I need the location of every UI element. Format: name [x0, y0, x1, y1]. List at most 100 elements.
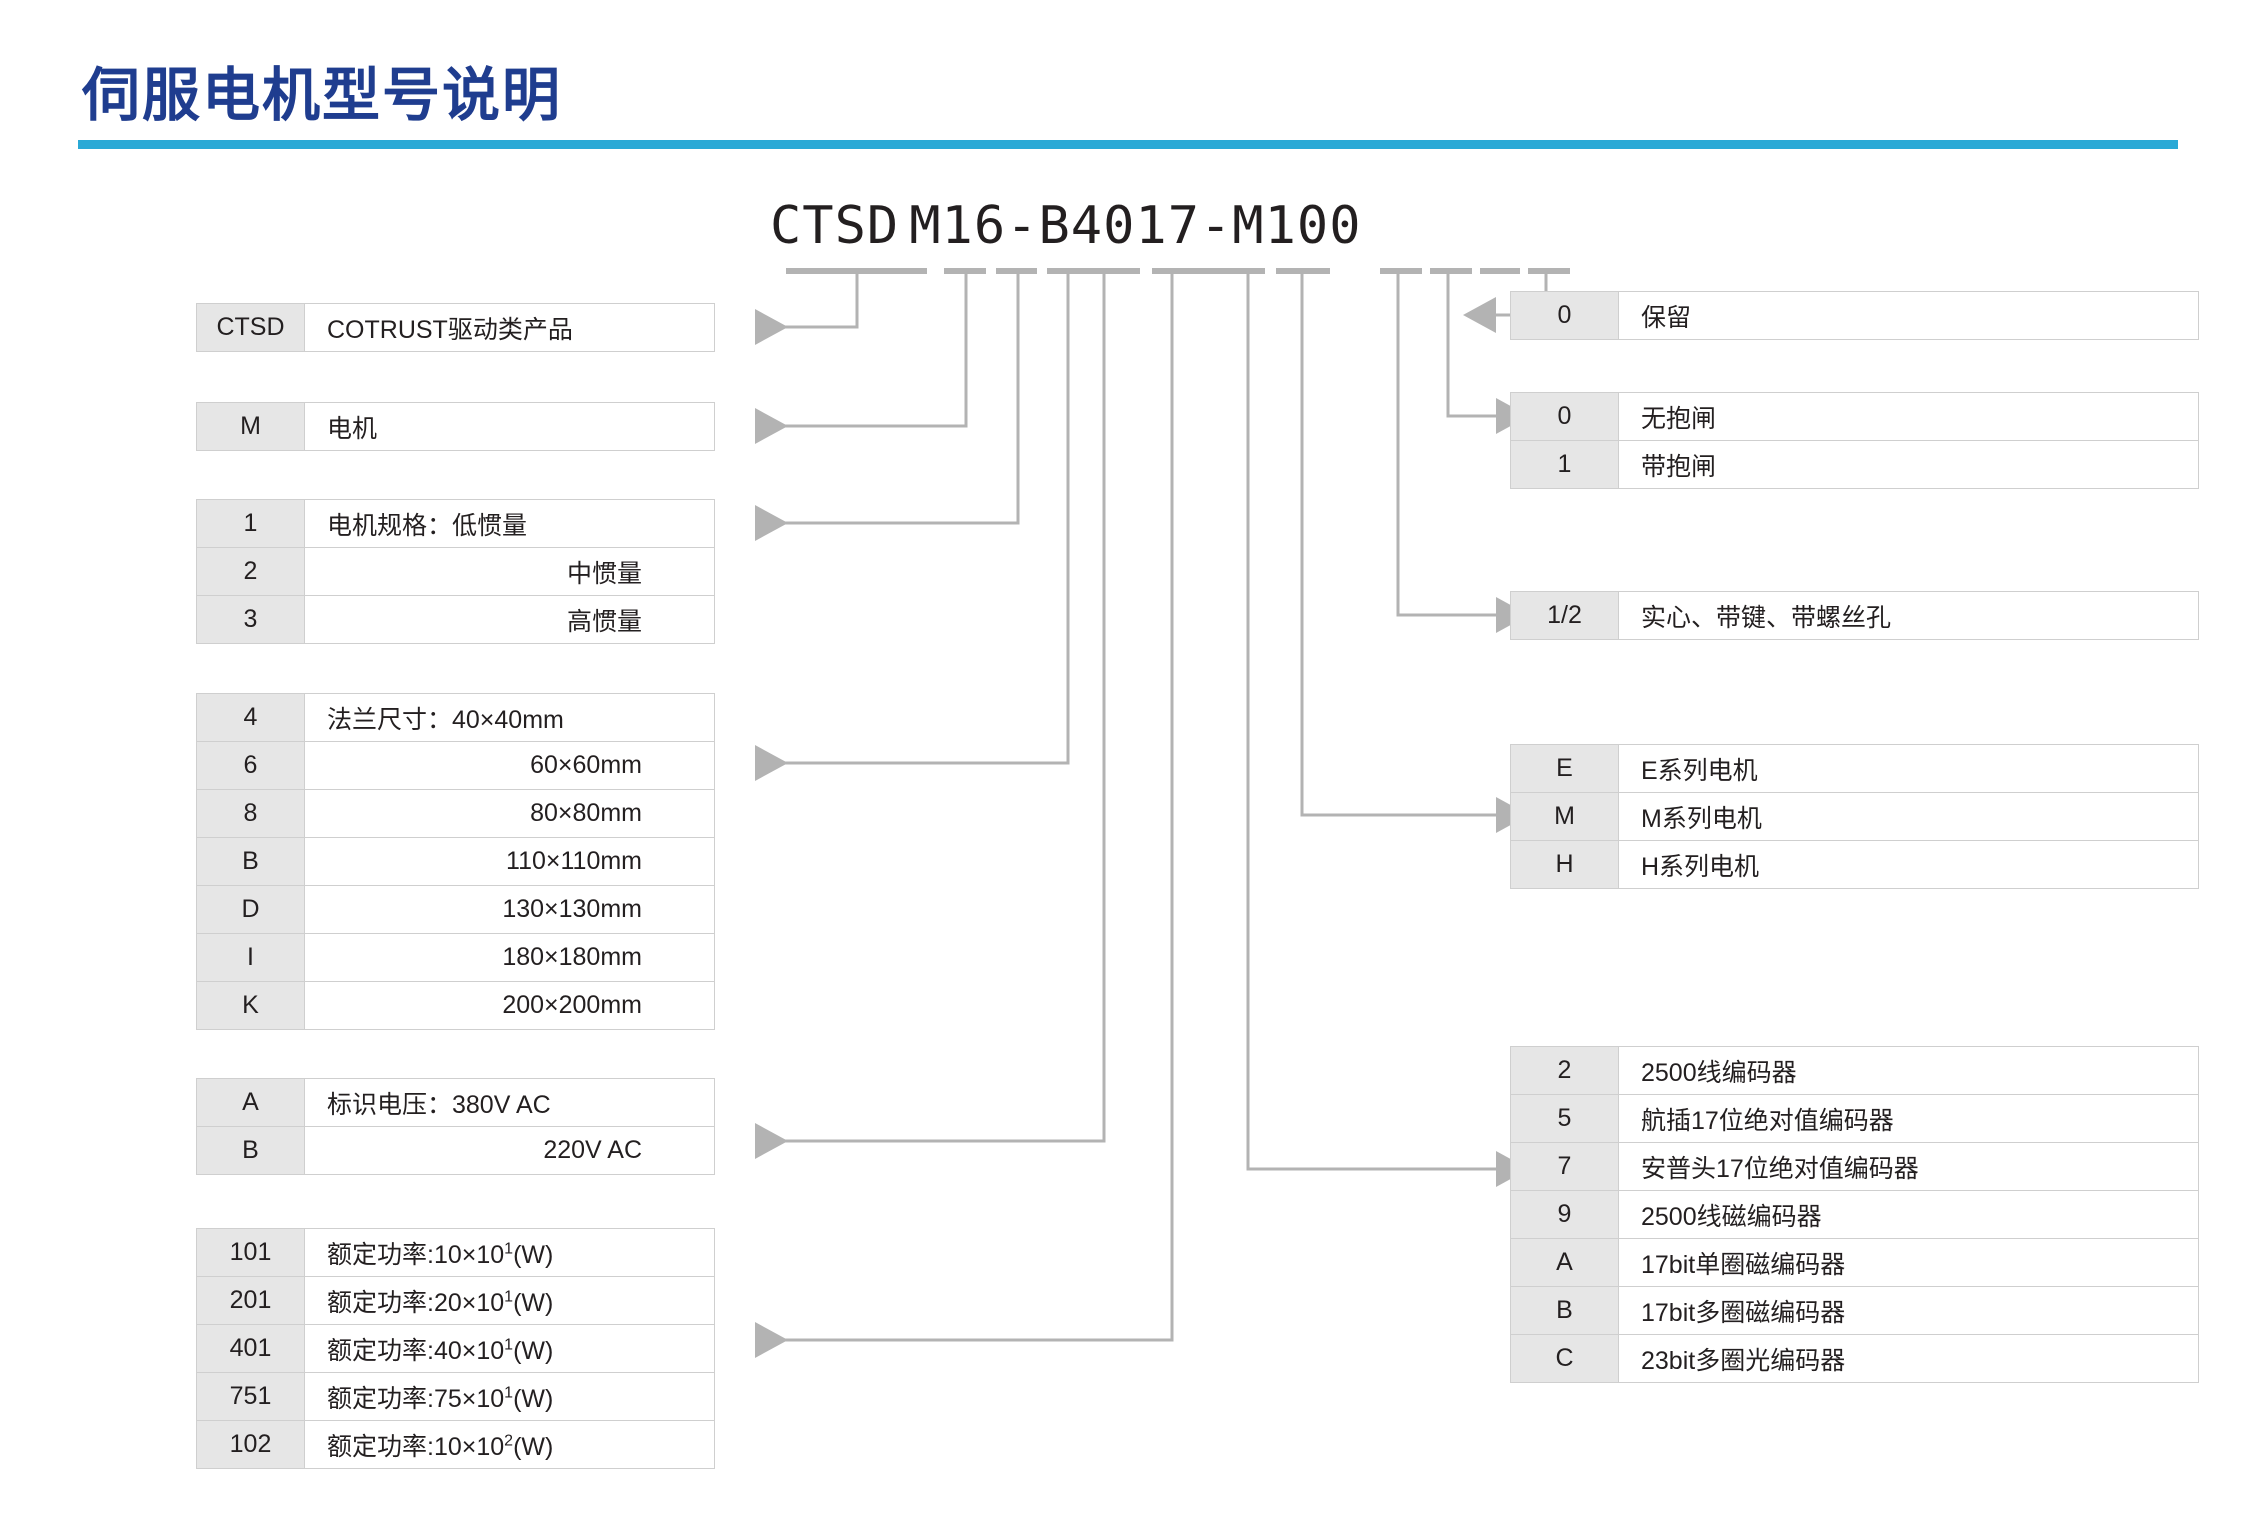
row-desc: 额定功率:40×101(W) — [304, 1324, 715, 1373]
table-rated-power: 101 额定功率:10×101(W) 201 额定功率:20×101(W) 40… — [196, 1228, 715, 1469]
model-code-prefix: CTSD — [770, 196, 900, 256]
table-row: 4 法兰尺寸：40×40mm — [196, 693, 715, 742]
row-code: 9 — [1510, 1190, 1619, 1239]
row-code: 1 — [196, 499, 305, 548]
row-code: B — [196, 1126, 305, 1175]
row-code: 751 — [196, 1372, 305, 1421]
table-row: C 23bit多圈光编码器 — [1510, 1334, 2199, 1383]
table-flange-size: 4 法兰尺寸：40×40mm 6 60×60mm 8 80×80mm B 110… — [196, 693, 715, 1030]
row-code: M — [196, 402, 305, 451]
row-code: B — [196, 837, 305, 886]
row-code: 4 — [196, 693, 305, 742]
table-row: 3 高惯量 — [196, 595, 715, 644]
row-desc: 200×200mm — [304, 981, 715, 1030]
table-row: 201 额定功率:20×101(W) — [196, 1276, 715, 1325]
row-desc: 保留 — [1618, 291, 2199, 340]
row-code: H — [1510, 840, 1619, 889]
table-row: 5 航插17位绝对值编码器 — [1510, 1094, 2199, 1143]
row-desc: 额定功率:20×101(W) — [304, 1276, 715, 1325]
row-desc: 220V AC — [304, 1126, 715, 1175]
table-row: CTSD COTRUST驱动类产品 — [196, 303, 715, 352]
table-encoder-type: 2 2500线编码器 5 航插17位绝对值编码器 7 安普头17位绝对值编码器 … — [1510, 1046, 2199, 1383]
table-brake-option: 0 无抱闸 1 带抱闸 — [1510, 392, 2199, 489]
row-code: 0 — [1510, 392, 1619, 441]
table-row: 101 额定功率:10×101(W) — [196, 1228, 715, 1277]
title-underline-rule — [78, 140, 2178, 149]
power-exponent: 2 — [504, 1432, 514, 1450]
table-shaft-type: 1/2 实心、带键、带螺丝孔 — [1510, 591, 2199, 640]
power-unit: (W) — [513, 1288, 554, 1317]
row-code: 1 — [1510, 440, 1619, 489]
row-desc: 电机 — [304, 402, 715, 451]
power-unit: (W) — [513, 1432, 554, 1461]
table-row: 6 60×60mm — [196, 741, 715, 790]
power-expr: 额定功率:10×10 — [327, 1240, 505, 1269]
row-desc: 电机规格：低惯量 — [304, 499, 715, 548]
power-unit: (W) — [513, 1384, 554, 1413]
table-row: M 电机 — [196, 402, 715, 451]
power-unit: (W) — [513, 1336, 554, 1365]
row-code: A — [196, 1078, 305, 1127]
page-title: 伺服电机型号说明 — [82, 63, 563, 128]
row-desc: 额定功率:75×101(W) — [304, 1372, 715, 1421]
table-row: H H系列电机 — [1510, 840, 2199, 889]
row-code: B — [1510, 1286, 1619, 1335]
row-desc: 无抱闸 — [1618, 392, 2199, 441]
row-code: 201 — [196, 1276, 305, 1325]
table-row: 102 额定功率:10×102(W) — [196, 1420, 715, 1469]
row-desc: 180×180mm — [304, 933, 715, 982]
row-code: 2 — [1510, 1046, 1619, 1095]
table-row: 2 中惯量 — [196, 547, 715, 596]
row-desc: 130×130mm — [304, 885, 715, 934]
power-expr: 额定功率:10×10 — [327, 1432, 505, 1461]
row-code: 401 — [196, 1324, 305, 1373]
row-desc: 标识电压：380V AC — [304, 1078, 715, 1127]
row-code: I — [196, 933, 305, 982]
power-expr: 额定功率:20×10 — [327, 1288, 505, 1317]
row-code: C — [1510, 1334, 1619, 1383]
table-row: 751 额定功率:75×101(W) — [196, 1372, 715, 1421]
row-code: K — [196, 981, 305, 1030]
row-desc: COTRUST驱动类产品 — [304, 303, 715, 352]
row-desc: 中惯量 — [304, 547, 715, 596]
row-code: 0 — [1510, 291, 1619, 340]
power-exponent: 1 — [504, 1384, 514, 1402]
row-code: 101 — [196, 1228, 305, 1277]
table-row: I 180×180mm — [196, 933, 715, 982]
power-expr: 额定功率:40×10 — [327, 1336, 505, 1365]
table-row: 1 电机规格：低惯量 — [196, 499, 715, 548]
table-row: A 17bit单圈磁编码器 — [1510, 1238, 2199, 1287]
power-expr: 额定功率:75×10 — [327, 1384, 505, 1413]
table-row: 0 无抱闸 — [1510, 392, 2199, 441]
row-code: 3 — [196, 595, 305, 644]
table-motor-spec: 1 电机规格：低惯量 2 中惯量 3 高惯量 — [196, 499, 715, 644]
table-row: 0 保留 — [1510, 291, 2199, 340]
table-motor-series: E E系列电机 M M系列电机 H H系列电机 — [1510, 744, 2199, 889]
table-row: 1 带抱闸 — [1510, 440, 2199, 489]
row-desc: 2500线磁编码器 — [1618, 1190, 2199, 1239]
row-desc: 安普头17位绝对值编码器 — [1618, 1142, 2199, 1191]
row-desc: 额定功率:10×102(W) — [304, 1420, 715, 1469]
row-code: 1/2 — [1510, 591, 1619, 640]
row-code: M — [1510, 792, 1619, 841]
row-desc: 17bit单圈磁编码器 — [1618, 1238, 2199, 1287]
row-code: 5 — [1510, 1094, 1619, 1143]
row-desc: 60×60mm — [304, 741, 715, 790]
row-code: CTSD — [196, 303, 305, 352]
table-row: B 220V AC — [196, 1126, 715, 1175]
table-row: D 130×130mm — [196, 885, 715, 934]
power-exponent: 1 — [504, 1336, 514, 1354]
table-row: 7 安普头17位绝对值编码器 — [1510, 1142, 2199, 1191]
power-unit: (W) — [513, 1240, 554, 1269]
table-row: K 200×200mm — [196, 981, 715, 1030]
table-row: 8 80×80mm — [196, 789, 715, 838]
table-row: A 标识电压：380V AC — [196, 1078, 715, 1127]
power-exponent: 1 — [504, 1288, 514, 1306]
table-rated-voltage: A 标识电压：380V AC B 220V AC — [196, 1078, 715, 1175]
row-desc: 23bit多圈光编码器 — [1618, 1334, 2199, 1383]
row-code: 7 — [1510, 1142, 1619, 1191]
table-row: M M系列电机 — [1510, 792, 2199, 841]
table-reserved: 0 保留 — [1510, 291, 2199, 340]
table-device-type: M 电机 — [196, 402, 715, 451]
row-code: A — [1510, 1238, 1619, 1287]
